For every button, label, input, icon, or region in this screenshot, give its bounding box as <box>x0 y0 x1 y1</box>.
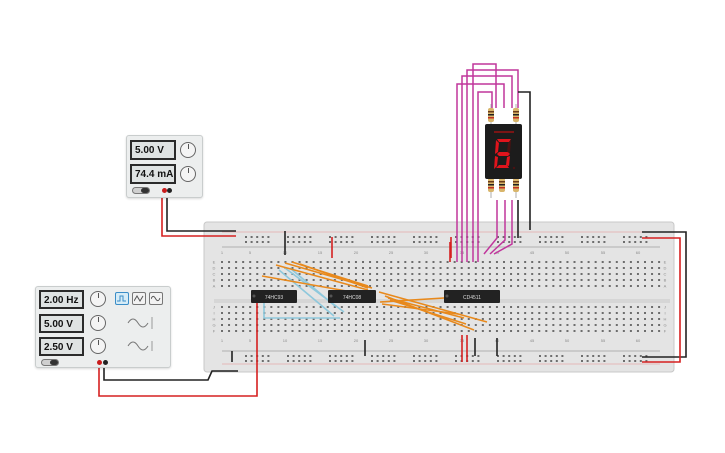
negative-terminal[interactable] <box>167 188 172 193</box>
column-number: 20 <box>354 338 359 343</box>
sine-wave-button[interactable] <box>149 292 163 305</box>
amplitude-knob[interactable] <box>90 315 106 331</box>
function-generator[interactable]: 2.00 Hz 5.00 V 2.50 V <box>35 286 171 368</box>
frequency-knob[interactable] <box>90 291 106 307</box>
wire-red-rail-right[interactable] <box>642 237 681 363</box>
column-number: 45 <box>530 250 535 255</box>
column-number: 30 <box>424 250 429 255</box>
breadboard[interactable]: 1155101015152020252530303535404045455050… <box>203 221 675 373</box>
chip-cd4511-label: CD4511 <box>463 295 481 301</box>
square-wave-icon <box>117 295 126 302</box>
offset-readout: 2.50 V <box>39 337 84 356</box>
sine-wave-icon <box>151 295 161 302</box>
column-number: 60 <box>636 338 641 343</box>
amplitude-wave-icon <box>127 317 153 329</box>
column-number: 1 <box>221 250 224 255</box>
row-letter: H <box>664 317 667 322</box>
row-letter: H <box>213 317 216 322</box>
wire-red-psu[interactable] <box>161 190 236 237</box>
column-number: 5 <box>249 338 252 343</box>
row-letter: B <box>664 278 667 283</box>
column-number: 25 <box>389 250 394 255</box>
row-letter: G <box>663 323 666 328</box>
row-letter: I <box>664 311 665 316</box>
chip-cd4511[interactable]: CD4511 <box>444 290 500 303</box>
row-letter: A <box>213 284 216 289</box>
row-letter: F <box>664 329 667 334</box>
column-number: 45 <box>530 338 535 343</box>
row-letter: D <box>664 266 667 271</box>
row-letter: A <box>664 284 667 289</box>
chip-74hc93-label: 74HC93 <box>265 295 284 301</box>
row-letter: F <box>213 329 216 334</box>
row-letter: J <box>664 305 666 310</box>
column-number: 55 <box>601 250 606 255</box>
generator-power-switch[interactable] <box>41 359 59 366</box>
power-supply[interactable]: 5.00 V 74.4 mA <box>126 135 203 198</box>
column-number: 20 <box>354 250 359 255</box>
square-wave-button[interactable] <box>115 292 129 305</box>
column-number: 10 <box>283 338 288 343</box>
wires-lightblue[interactable] <box>263 267 345 319</box>
triangle-wave-button[interactable] <box>132 292 146 305</box>
row-letter: B <box>213 278 216 283</box>
offset-wave-icon <box>127 341 153 351</box>
wire-black-psu[interactable] <box>166 190 236 232</box>
row-letter: I <box>213 311 214 316</box>
wire-red-fgen[interactable] <box>98 300 258 397</box>
seven-segment-digit <box>494 139 511 169</box>
row-letter: C <box>664 272 667 277</box>
row-letter: E <box>664 260 667 265</box>
seven-segment-display[interactable] <box>485 124 522 179</box>
frequency-readout: 2.00 Hz <box>39 290 84 309</box>
current-readout: 74.4 mA <box>130 164 176 184</box>
column-number: 30 <box>424 338 429 343</box>
chip-74hc08-label: 74HC08 <box>343 295 362 301</box>
power-switch[interactable] <box>132 187 150 194</box>
row-letter: D <box>213 266 216 271</box>
voltage-readout: 5.00 V <box>130 140 176 160</box>
current-knob[interactable] <box>180 166 196 182</box>
short-jumpers[interactable] <box>231 231 498 362</box>
column-number: 55 <box>601 338 606 343</box>
triangle-wave-icon <box>134 295 144 302</box>
column-number: 15 <box>318 250 323 255</box>
column-number: 60 <box>636 250 641 255</box>
row-letter: C <box>213 272 216 277</box>
column-number: 25 <box>389 338 394 343</box>
generator-positive-terminal[interactable] <box>97 360 102 365</box>
wire-black-fgen[interactable] <box>103 363 238 381</box>
row-letter: J <box>213 305 215 310</box>
column-number: 1 <box>221 338 224 343</box>
column-number: 50 <box>565 250 570 255</box>
wires-magenta[interactable] <box>456 63 519 262</box>
positive-terminal[interactable] <box>162 188 167 193</box>
voltage-knob[interactable] <box>180 142 196 158</box>
column-number: 5 <box>249 250 252 255</box>
wires-orange[interactable] <box>261 261 488 331</box>
row-letter: G <box>212 323 215 328</box>
breadboard-holes <box>221 236 661 362</box>
chip-74hc08[interactable]: 74HC08 <box>328 290 376 303</box>
chip-74hc93[interactable]: 74HC93 <box>251 290 297 303</box>
amplitude-readout: 5.00 V <box>39 314 84 333</box>
wire-black-rail-right[interactable] <box>642 231 687 358</box>
offset-knob[interactable] <box>90 338 106 354</box>
column-number: 15 <box>318 338 323 343</box>
column-number: 50 <box>565 338 570 343</box>
wire-black-display[interactable] <box>518 91 531 230</box>
row-letter: E <box>213 260 216 265</box>
generator-negative-terminal[interactable] <box>103 360 108 365</box>
